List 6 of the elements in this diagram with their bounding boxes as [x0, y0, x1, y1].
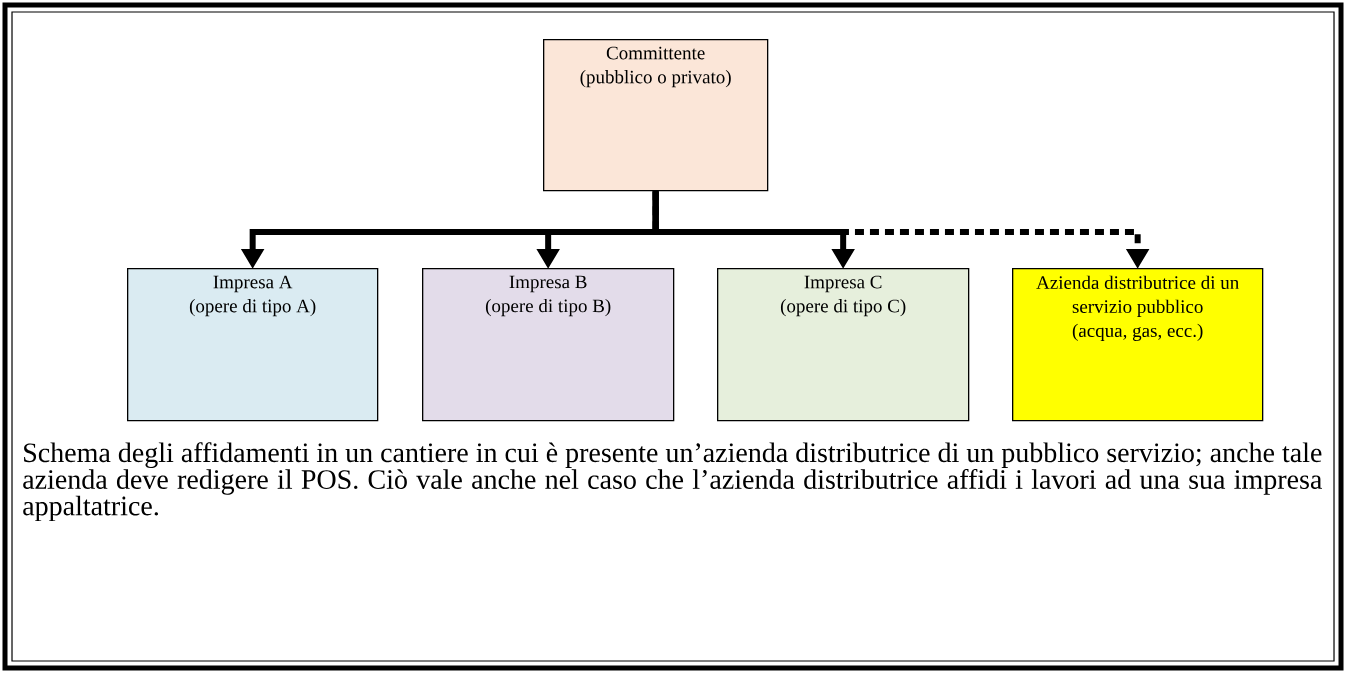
org-box: Committente (pubblico o privato) — [543, 39, 769, 192]
org-box: Impresa B (opere di tipo B) — [422, 268, 675, 422]
org-box: Impresa C (opere di tipo C) — [717, 268, 970, 422]
org-box: Impresa A (opere di tipo A) — [127, 268, 379, 422]
caption: Schema degli affidamenti in un cantiere in cui è presente un’azienda distributrice di un pubblico servizio; anche tale azienda deve redigere il POS. Ciò vale anche nel caso che l’azienda distributrice affidi i lavori ad una sua impresa appaltatrice. — [23, 442, 1322, 522]
org-box: Azienda distributrice di un servizio pubblico (acqua, gas, ecc.) — [1012, 268, 1264, 422]
